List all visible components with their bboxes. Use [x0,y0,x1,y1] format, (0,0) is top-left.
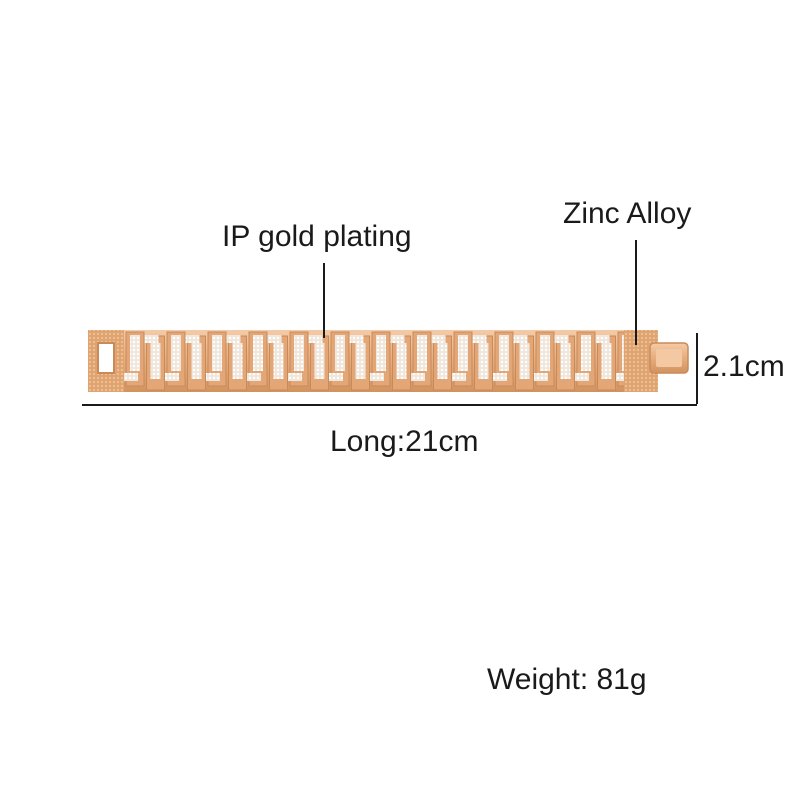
bracelet-link [452,331,473,387]
bracelet-link [554,335,575,391]
bracelet-link [472,335,493,391]
bracelet-link [206,331,227,387]
bracelet-link [575,331,596,387]
bracelet-link [144,335,165,391]
bracelet-link [493,331,514,387]
clasp [624,330,689,392]
bracelet-link [329,331,350,387]
bracelet-link [226,335,247,391]
width-label: 2.1cm [703,350,785,383]
bracelet [88,330,689,392]
bracelet-link [534,331,555,387]
left-end-link [88,330,124,392]
plating-label: IP gold plating [222,220,412,253]
bracelet-link [349,335,370,391]
bracelet-link [595,335,616,391]
bracelet-link [185,335,206,391]
bracelet-link [288,331,309,387]
weight-label: Weight: 81g [487,663,647,696]
bracelet-link [267,335,288,391]
bracelet-link [431,335,452,391]
alloy-label: Zinc Alloy [563,197,692,230]
bracelet-link [390,335,411,391]
bracelet-link [513,335,534,391]
bracelet-link [370,331,391,387]
length-label: Long:21cm [330,425,479,458]
bracelet-link [411,331,432,387]
bracelet-link [165,331,186,387]
bracelet-link [308,335,329,391]
bracelet-links [124,331,637,391]
bracelet-link [247,331,268,387]
bracelet-link [124,331,145,387]
